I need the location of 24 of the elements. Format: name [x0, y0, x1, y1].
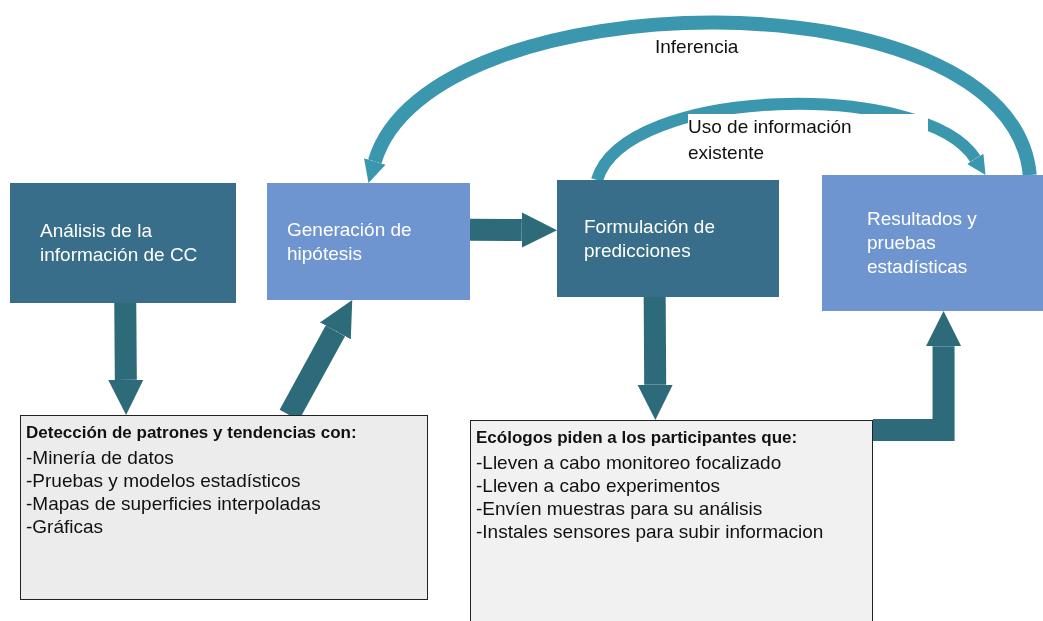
- box-label: Formulación de predicciones: [584, 214, 716, 263]
- list-item: -Mapas de superficies interpoladas: [26, 492, 322, 515]
- box-label: Resultados y pruebas estadísticas: [867, 207, 978, 279]
- process-box: [557, 180, 779, 297]
- list-item: -Pruebas y modelos estadísticos: [26, 469, 302, 492]
- curved-arrow: [363, 15, 1037, 181]
- list-item: -Gráficas: [26, 515, 105, 538]
- block-arrow: [637, 296, 673, 420]
- list-item: -Lleven a cabo experimentos: [476, 474, 721, 497]
- block-arrow: [108, 302, 144, 415]
- process-box: [10, 183, 236, 303]
- list-item: -Instales sensores para subir informacion: [476, 520, 825, 543]
- list-item: -Minería de datos: [26, 446, 175, 469]
- list-item: -Lleven a cabo monitoreo focalizado: [476, 451, 783, 474]
- note-heading: Ecólogos piden a los participantes que:: [476, 427, 799, 449]
- note-heading: Detección de patrones y tendencias con:: [26, 422, 358, 444]
- block-arrow: [469, 212, 557, 248]
- list-item: -Envíen muestras para su análisis: [476, 497, 764, 520]
- process-box: [267, 183, 470, 300]
- note-box: [470, 420, 873, 621]
- box-label: Análisis de la información de CC: [40, 219, 199, 267]
- process-box: [822, 175, 1043, 311]
- note-box: [20, 415, 428, 600]
- box-label: Generación de hipótesis: [287, 217, 413, 266]
